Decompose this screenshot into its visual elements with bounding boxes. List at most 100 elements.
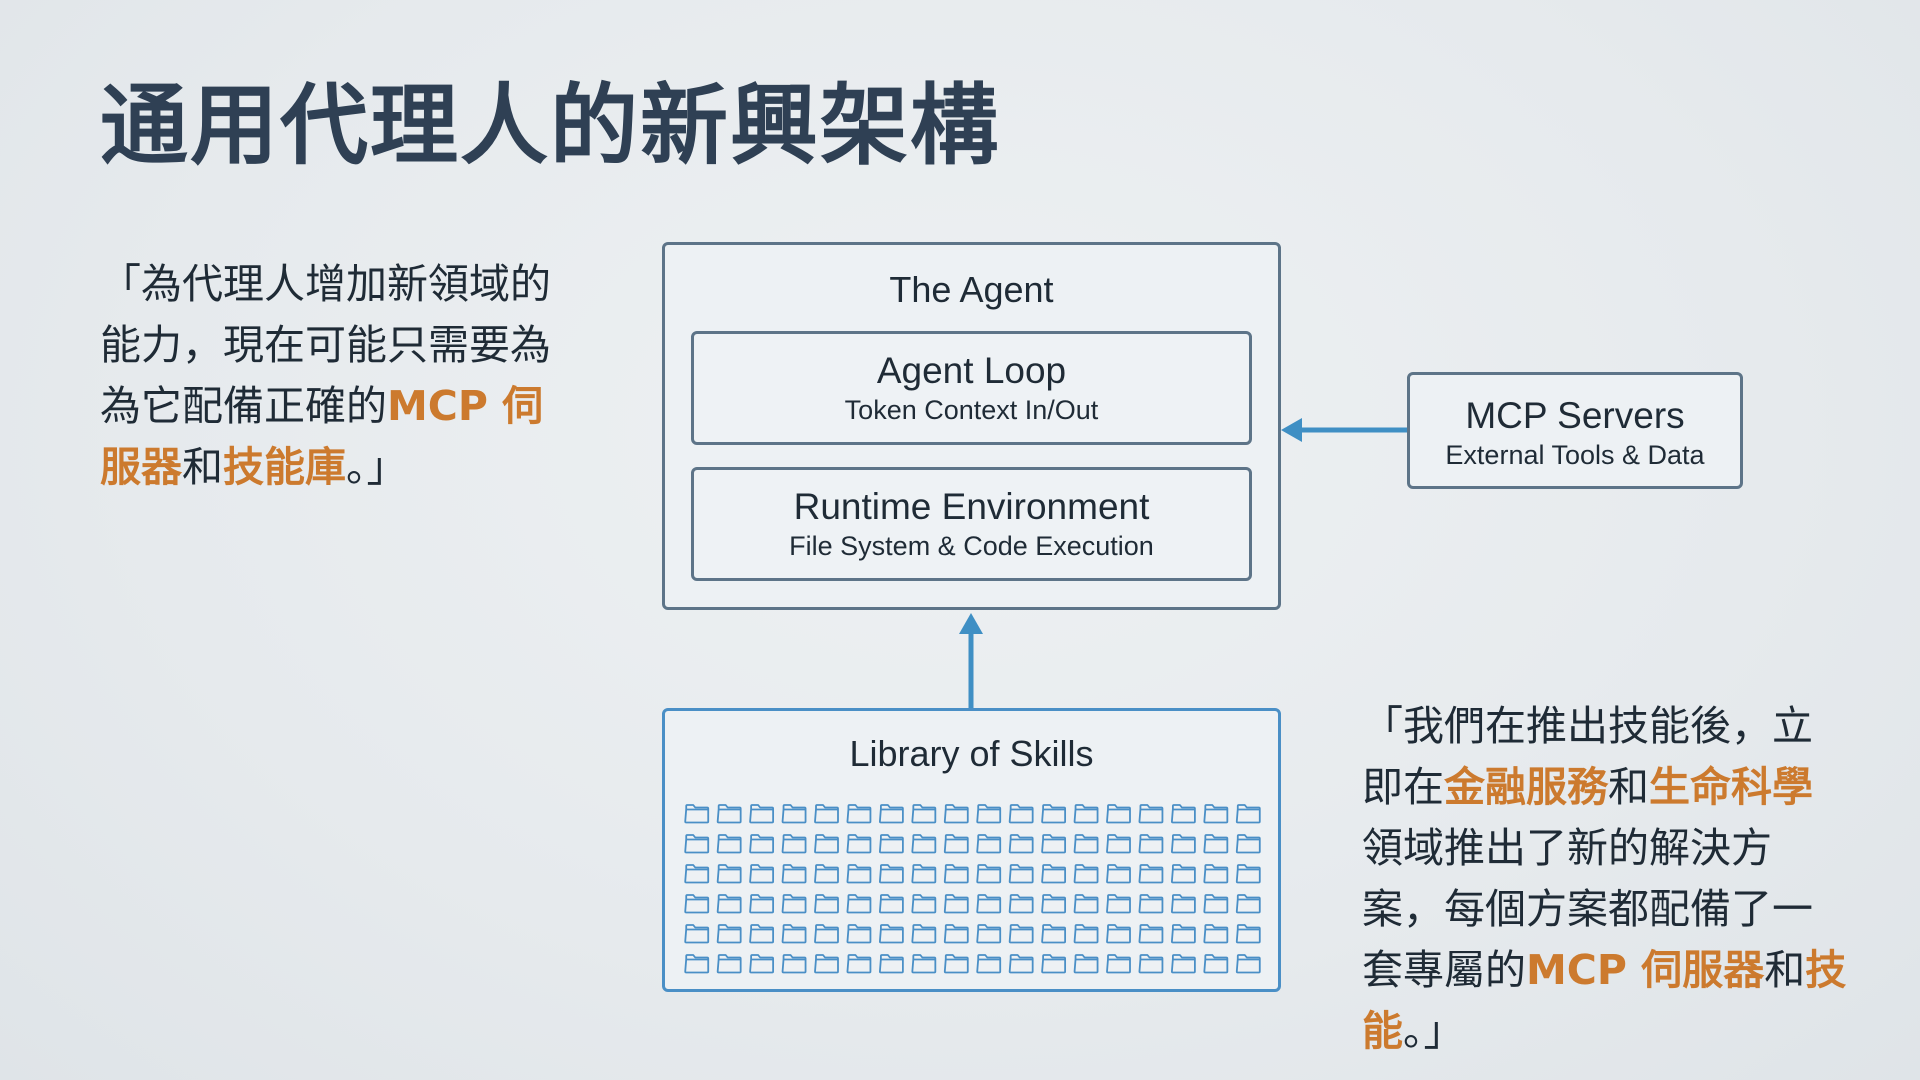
folder-icon (1138, 834, 1164, 854)
quote-right-highlight-finance: 金融服務 (1444, 763, 1608, 811)
folder-icon (781, 924, 807, 944)
folder-icon (684, 834, 710, 854)
folder-icon (1235, 804, 1261, 824)
folder-icon (749, 804, 775, 824)
skills-library-box: Library of Skills (662, 708, 1281, 992)
folder-icon (911, 894, 937, 914)
folder-icon (1203, 924, 1229, 944)
folder-icon (1138, 804, 1164, 824)
skills-folder-grid (684, 804, 1261, 974)
folder-icon (1106, 924, 1131, 944)
folder-icon (1203, 864, 1229, 884)
folder-icon (1170, 954, 1196, 974)
folder-icon (781, 804, 807, 824)
folder-icon (749, 864, 775, 884)
folder-icon (976, 804, 1002, 824)
folder-icon (1073, 834, 1099, 854)
folder-icon (1073, 954, 1099, 974)
folder-icon (878, 864, 904, 884)
folder-icon (781, 954, 807, 974)
quote-right-highlight-mcp: MCP 伺服器 (1526, 946, 1765, 994)
folder-icon (911, 834, 937, 854)
folder-icon (846, 834, 872, 854)
folder-icon (1138, 894, 1164, 914)
folder-icon (814, 834, 839, 854)
folder-icon (684, 864, 710, 884)
agent-box: The Agent Agent Loop Token Context In/Ou… (662, 242, 1281, 610)
quote-right: 「我們在推出技能後，立即在金融服務和生命科學領域推出了新的解決方案，每個方案都配… (1362, 696, 1852, 1062)
mcp-servers-subtitle: External Tools & Data (1445, 440, 1705, 470)
folder-icon (1008, 834, 1034, 854)
folder-icon (1008, 924, 1034, 944)
folder-icon (878, 834, 904, 854)
folder-icon (1203, 894, 1229, 914)
skills-library-title: Library of Skills (849, 733, 1094, 774)
folder-icon (846, 954, 872, 974)
mcp-to-agent-arrow-head (1281, 418, 1302, 442)
folder-icon (814, 864, 839, 884)
folder-icon (911, 954, 937, 974)
mcp-servers-title: MCP Servers (1465, 395, 1685, 436)
quote-left-highlight-skills: 技能庫 (223, 443, 346, 491)
agent-loop-box: Agent Loop Token Context In/Out (691, 331, 1252, 445)
folder-icon (1008, 864, 1034, 884)
folder-icon (846, 804, 872, 824)
quote-left-highlight-mcp: MCP 伺服器 (100, 382, 544, 491)
quote-right-connector-2: 和 (1764, 946, 1806, 994)
folder-icon (1170, 924, 1196, 944)
folder-icon (749, 954, 775, 974)
folder-icon (1170, 894, 1196, 914)
folder-icon (943, 954, 969, 974)
folder-icon (1008, 804, 1034, 824)
folder-icon (846, 864, 872, 884)
folder-icon (716, 804, 742, 824)
folder-icon (1008, 894, 1034, 914)
folder-icon (911, 804, 937, 824)
folder-icon (976, 894, 1002, 914)
quote-right-text-2: 領域推出了新的解決方案，每個方案都配備了一套專屬的 (1362, 824, 1813, 994)
folder-icon (911, 864, 937, 884)
folder-icon (976, 954, 1002, 974)
folder-icon (1138, 954, 1164, 974)
folder-icon (814, 924, 839, 944)
folder-icon (943, 834, 969, 854)
skills-to-agent-arrow-head (959, 613, 983, 634)
mcp-servers-box: MCP Servers External Tools & Data (1407, 372, 1743, 489)
folder-icon (846, 894, 872, 914)
folder-icon (976, 924, 1002, 944)
folder-icon (1170, 804, 1196, 824)
folder-icon (781, 864, 807, 884)
folder-icon (1041, 894, 1067, 914)
quote-right-highlight-skills: 技能 (1362, 946, 1847, 1055)
folder-icon (684, 954, 710, 974)
folder-icon (878, 924, 904, 944)
folder-icon (943, 864, 969, 884)
runtime-environment-title: Runtime Environment (793, 486, 1150, 527)
folder-icon (976, 834, 1002, 854)
folder-icon (1106, 894, 1131, 914)
folder-icon (684, 924, 710, 944)
folder-icon (911, 924, 937, 944)
folder-icon (749, 834, 775, 854)
folder-icon (749, 924, 775, 944)
quote-left-connector: 和 (182, 443, 223, 491)
folder-icon (716, 894, 742, 914)
folder-icon (846, 924, 872, 944)
folder-icon (716, 954, 742, 974)
folder-icon (716, 834, 742, 854)
folder-icon (878, 804, 904, 824)
folder-icon (1073, 864, 1099, 884)
folder-icon (1041, 864, 1067, 884)
folder-icon (1235, 924, 1261, 944)
agent-loop-title: Agent Loop (876, 350, 1067, 391)
folder-icon (1073, 894, 1099, 914)
folder-icon (1170, 834, 1196, 854)
folder-icon (684, 894, 710, 914)
folder-icon (1041, 834, 1067, 854)
quote-left: 「為代理人增加新領域的能力，現在可能只需要為為它配備正確的MCP 伺服器和技能庫… (100, 254, 580, 498)
folder-icon (1170, 864, 1196, 884)
folder-icon (943, 894, 969, 914)
folder-icon (878, 894, 904, 914)
folder-icon (1008, 954, 1034, 974)
